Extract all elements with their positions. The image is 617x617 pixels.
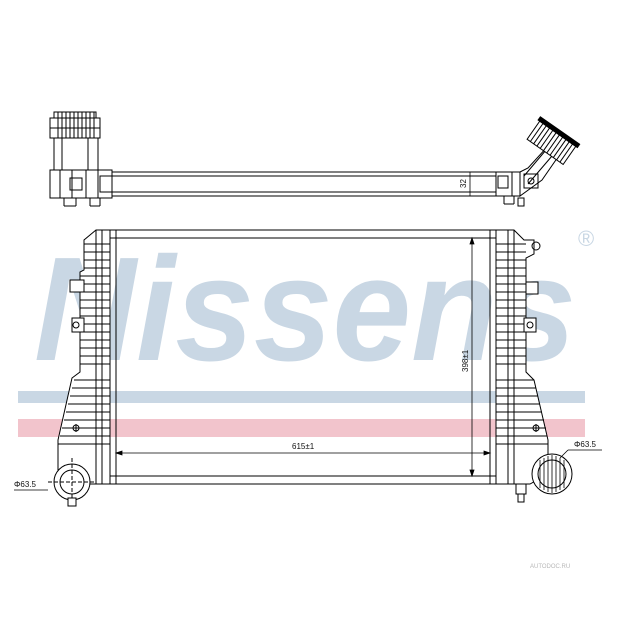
bracket-height-dimension: 32: [459, 172, 471, 196]
bracket-height-label: 32: [459, 179, 468, 188]
watermark-footer: AUTODOC.RU: [530, 564, 570, 570]
core-height-label: 398±1: [461, 349, 470, 372]
nissens-watermark: Nissens ® AUTODOC.RU: [18, 226, 594, 570]
core-width-dimension: 615±1: [114, 442, 492, 456]
left-diameter-label: Φ63.5: [14, 480, 37, 489]
core-width-label: 615±1: [292, 442, 315, 451]
watermark-blue-stripe: [18, 391, 585, 403]
left-diameter-dimension: Φ63.5: [14, 480, 48, 491]
intercooler-core: [109, 229, 497, 485]
right-diameter-label: Φ63.5: [574, 440, 597, 449]
right-diameter-dimension: Φ63.5: [559, 440, 602, 459]
core-height-dimension: 398±1: [461, 236, 475, 478]
right-tank: [495, 229, 573, 503]
watermark-registered-mark: ®: [578, 226, 594, 251]
top-pipe-assembly: [49, 111, 581, 207]
left-tank: [48, 229, 111, 507]
watermark-brand: Nissens: [34, 227, 576, 392]
watermark-red-stripe: [18, 419, 585, 437]
